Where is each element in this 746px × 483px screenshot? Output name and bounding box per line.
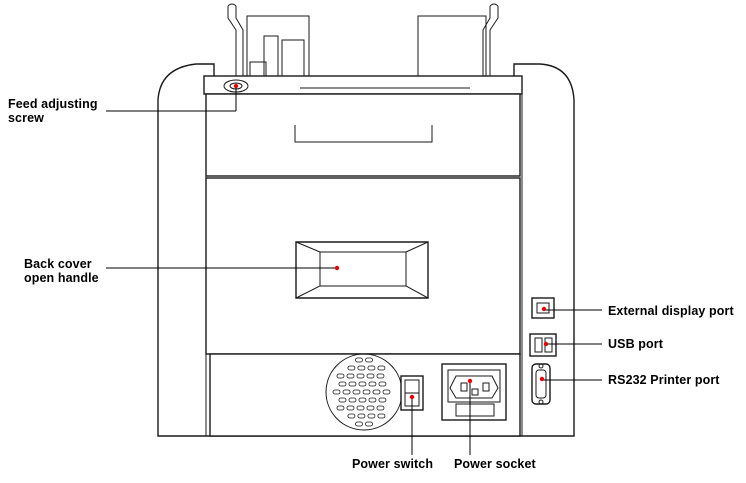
- grille-slot: [338, 397, 347, 403]
- label-power-socket: Power socket: [454, 457, 536, 471]
- grille-slot: [356, 405, 365, 411]
- label-feed-screw-line1: Feed adjusting: [8, 97, 98, 111]
- grille-slot: [346, 373, 355, 379]
- grille-slot: [342, 389, 351, 395]
- label-feed-screw: Feed adjusting screw: [8, 97, 98, 125]
- label-external-display-port: External display port: [608, 304, 734, 318]
- grille-slot: [372, 389, 381, 395]
- grille-slot: [378, 397, 387, 403]
- grille-slot: [357, 413, 366, 419]
- label-feed-screw-line2: screw: [8, 111, 44, 125]
- grille-slot: [368, 397, 377, 403]
- machine-body: [157, 63, 575, 437]
- grille-slot: [376, 373, 385, 379]
- power-socket: [441, 363, 507, 421]
- label-back-cover-line2: open handle: [24, 271, 99, 285]
- pointer-dots: [233, 83, 549, 400]
- label-rs232-port: RS232 Printer port: [608, 373, 720, 387]
- grille-slot: [365, 421, 373, 427]
- grille-slot: [347, 365, 356, 371]
- grille-slot: [355, 357, 363, 363]
- grille-slot: [362, 389, 371, 395]
- grille-slot: [366, 405, 375, 411]
- grille-slot: [358, 381, 367, 387]
- paper-guides: [227, 3, 499, 80]
- grille-slot: [367, 413, 376, 419]
- grille-slot: [348, 381, 357, 387]
- grille-slot: [356, 373, 365, 379]
- grille-slot: [336, 405, 345, 411]
- grille-slot: [358, 397, 367, 403]
- speaker-grille: [325, 353, 403, 431]
- grille-slot: [377, 413, 386, 419]
- grille-slot: [376, 405, 385, 411]
- label-usb-port: USB port: [608, 337, 663, 351]
- grille-slot: [338, 381, 347, 387]
- grille-slot: [348, 397, 357, 403]
- label-back-cover: Back cover open handle: [24, 257, 99, 285]
- rs232-port: [531, 363, 551, 405]
- grille-slot: [346, 405, 355, 411]
- grille-slot: [357, 365, 366, 371]
- grille-slot: [355, 421, 363, 427]
- label-power-switch: Power switch: [352, 457, 434, 471]
- grille-slot: [378, 381, 387, 387]
- grille-slot: [332, 389, 341, 395]
- usb-port: [529, 333, 557, 357]
- grille-slot: [365, 357, 373, 363]
- grille-slot: [352, 389, 361, 395]
- grille-slot: [382, 389, 391, 395]
- pointer-lines: [106, 88, 602, 455]
- grille-slot: [377, 365, 386, 371]
- grille-slot: [368, 381, 377, 387]
- grille-slot: [347, 413, 356, 419]
- label-back-cover-line1: Back cover: [24, 257, 92, 271]
- grille-slot: [367, 365, 376, 371]
- grille-slot: [366, 373, 375, 379]
- grille-slot: [336, 373, 345, 379]
